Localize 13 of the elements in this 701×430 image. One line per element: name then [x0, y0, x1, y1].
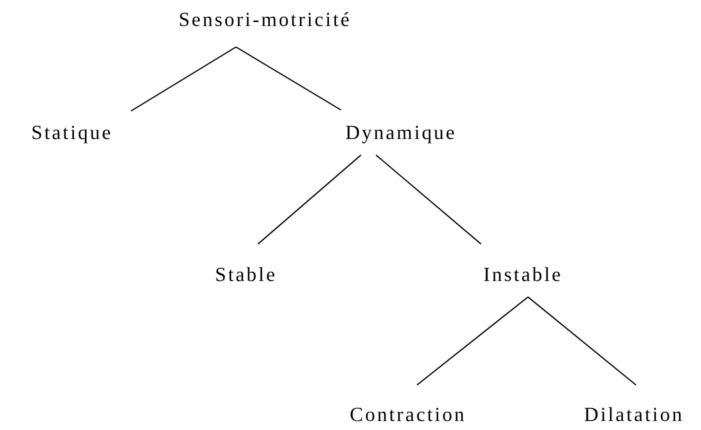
- tree-branch-line: [236, 46, 342, 111]
- node-label: Dynamique: [345, 121, 457, 145]
- node-label: Sensori-motricité: [178, 8, 352, 32]
- node-label: Instable: [483, 263, 563, 287]
- node-label: Dilatation: [584, 403, 684, 427]
- tree-branch-line: [376, 154, 482, 244]
- node-label: Stable: [215, 263, 277, 287]
- tree-branch-line: [416, 296, 528, 386]
- tree-branch-line: [130, 46, 236, 112]
- node-label: Contraction: [350, 403, 466, 427]
- tree-branch-line: [258, 154, 362, 244]
- tree-branch-line: [528, 296, 636, 386]
- node-label: Statique: [31, 121, 113, 145]
